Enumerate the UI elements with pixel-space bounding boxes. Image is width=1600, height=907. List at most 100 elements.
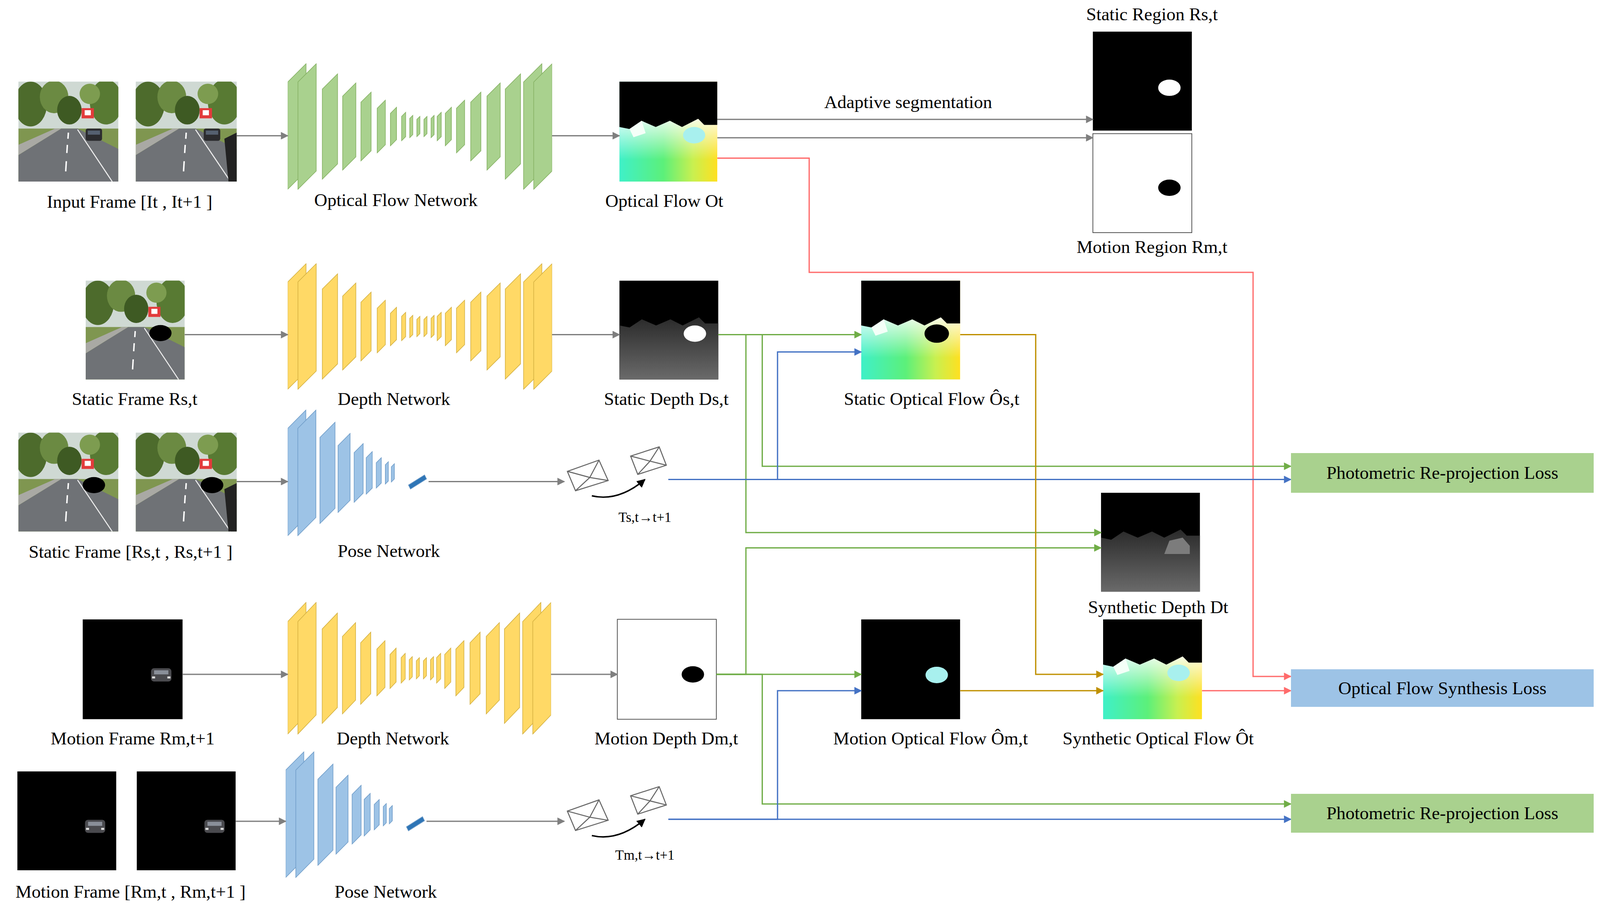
caption: Optical Flow Ot	[605, 190, 724, 211]
caption: Tm,t→t+1	[615, 847, 675, 863]
caption: Optical Flow Network	[314, 189, 478, 210]
edge-label: Adaptive segmentation	[821, 92, 995, 112]
connector	[718, 334, 1291, 467]
image-panel: Synthetic Optical Flow Ôt	[1103, 619, 1202, 720]
caption-text: Motion Frame [Rm,t , Rm,t+1 ]	[15, 881, 246, 902]
caption: Motion Optical Flow Ôm,t	[833, 728, 1028, 749]
caption-text: Tm,t→t+1	[615, 847, 675, 863]
connector	[668, 352, 862, 480]
caption: Static Optical Flow Ôs,t	[843, 388, 1020, 409]
connector	[184, 333, 288, 336]
static-frame-image	[14, 430, 123, 532]
connector	[960, 689, 1104, 692]
image-panel: Motion Depth Dm,t	[617, 619, 716, 720]
static-frame-image	[131, 430, 242, 532]
connector	[235, 820, 286, 822]
connector	[717, 137, 1093, 139]
connector	[552, 333, 620, 336]
connector	[960, 334, 1104, 675]
caption-text: Optical Flow Ot	[605, 190, 724, 211]
input-frame-image	[14, 79, 123, 182]
motion-region-image	[1092, 133, 1192, 233]
optical-flow-network	[287, 63, 553, 190]
loss-box: Optical Flow Synthesis Loss	[1290, 669, 1595, 707]
caption-text: Static Frame Rs,t	[71, 388, 198, 409]
motion-depth-image	[617, 619, 716, 720]
caption-text: Motion Optical Flow Ôm,t	[833, 728, 1028, 749]
edge-label-text: Adaptive segmentation	[821, 92, 995, 112]
connector	[236, 480, 288, 483]
connector	[550, 673, 618, 676]
caption-text: Motion Region Rm,t	[1076, 236, 1228, 257]
caption-text: Static Region Rs,t	[1086, 4, 1218, 25]
caption: Motion Depth Dm,t	[594, 728, 738, 749]
caption: Static Frame [Rs,t , Rs,t+1 ]	[28, 541, 233, 562]
connector	[182, 673, 288, 676]
caption: Synthetic Depth Dt	[1087, 596, 1229, 617]
network-block: Depth Network	[287, 602, 552, 735]
loss-box: Photometric Re-projection Loss	[1290, 793, 1595, 833]
static-frame-image	[81, 278, 189, 380]
depth-network	[287, 263, 553, 390]
connector	[668, 690, 862, 819]
network-block: Pose Network	[285, 749, 427, 880]
image-panel: Static Optical Flow Ôs,t	[861, 280, 960, 380]
caption-text: Static Depth Ds,t	[604, 388, 729, 409]
pose-transform: Ts,t→t+1	[564, 445, 669, 502]
caption-text: Synthetic Optical Flow Ôt	[1062, 728, 1254, 749]
motion-flow-image	[861, 619, 960, 720]
caption: Motion Frame [Rm,t , Rm,t+1 ]	[15, 881, 246, 902]
caption-text: Synthetic Depth Dt	[1087, 596, 1229, 617]
caption: Synthetic Optical Flow Ôt	[1062, 728, 1254, 749]
pose-transform: Tm,t→t+1	[564, 785, 669, 837]
connector	[552, 135, 620, 137]
caption: Input Frame [It , It+1 ]	[46, 192, 213, 212]
caption-text: Depth Network	[336, 728, 449, 749]
image-panel: Motion Frame Rm,t+1	[82, 619, 183, 720]
caption-text: Optical Flow Network	[314, 189, 478, 210]
depth-network	[287, 602, 552, 735]
image-panel: Motion Region Rm,t	[1092, 133, 1192, 233]
optical-flow-image	[619, 81, 718, 182]
caption: Static Region Rs,t	[1086, 4, 1218, 25]
caption: Static Depth Ds,t	[604, 388, 729, 409]
image-panel: Motion Optical Flow Ôm,t	[861, 619, 960, 720]
loss-label: Optical Flow Synthesis Loss	[1338, 677, 1547, 698]
image-panel: Static Frame [Rs,t , Rs,t+1 ]	[18, 432, 237, 532]
synthetic-depth-image	[1101, 492, 1200, 592]
camera-pose-icon	[567, 446, 667, 497]
caption-text: Depth Network	[337, 388, 451, 409]
caption: Pose Network	[337, 540, 440, 561]
connector	[236, 135, 288, 137]
connector	[716, 674, 1291, 804]
caption-text: Motion Frame Rm,t+1	[50, 728, 215, 749]
caption-text: Input Frame [It , It+1 ]	[46, 192, 213, 212]
caption: Motion Frame Rm,t+1	[50, 728, 215, 749]
image-panel: Optical Flow Ot	[619, 81, 718, 182]
connector	[717, 158, 1291, 677]
image-panel: Motion Frame [Rm,t , Rm,t+1 ]	[17, 771, 236, 871]
connector	[1201, 689, 1291, 692]
image-panel: Static Depth Ds,t	[619, 280, 719, 380]
input-frame-image	[131, 79, 242, 182]
caption-text: Ts,t→t+1	[618, 509, 672, 525]
image-panel: Synthetic Depth Dt	[1101, 492, 1200, 592]
synthetic-flow-image	[1103, 619, 1202, 720]
connector	[428, 480, 565, 483]
caption-text: Pose Network	[337, 540, 440, 561]
loss-label: Photometric Re-projection Loss	[1326, 802, 1559, 823]
static-region-image	[1092, 31, 1192, 131]
caption: Depth Network	[336, 728, 449, 749]
connector	[717, 118, 1093, 120]
caption-text: Static Optical Flow Ôs,t	[843, 388, 1020, 409]
image-panel: Static Frame Rs,t	[85, 280, 185, 380]
camera-pose-icon	[567, 786, 667, 837]
pose-network	[287, 409, 427, 536]
connector	[426, 820, 565, 822]
loss-box: Photometric Re-projection Loss	[1290, 452, 1595, 493]
network-block: Pose Network	[287, 407, 429, 538]
static-depth-image	[619, 280, 719, 380]
motion-frame-image	[136, 771, 236, 871]
motion-frame-image	[17, 771, 117, 871]
